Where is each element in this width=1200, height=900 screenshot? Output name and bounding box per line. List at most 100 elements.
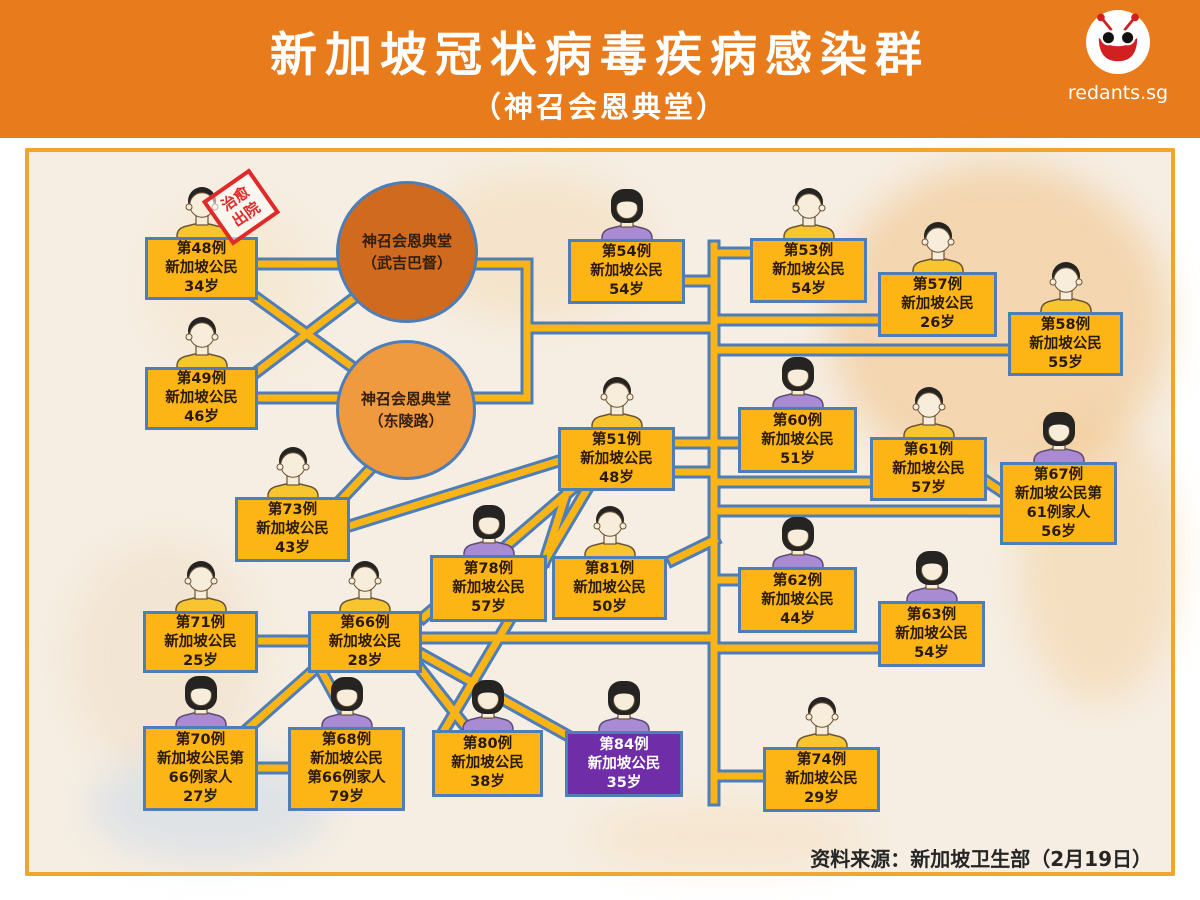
male-person-icon [584,374,650,433]
case-text-line: 34岁 [184,279,219,295]
case-text-line: 79岁 [329,789,364,805]
male-person-icon [332,558,398,617]
case-text-line: 第54例 [601,244,652,260]
case-box-61: 第61例新加坡公民 57岁 [870,437,987,501]
case-text-line: 38岁 [470,774,505,790]
case-text-line: 新加坡公民 [772,262,845,278]
case-box-48: 第48例新加坡公民 34岁 [145,237,258,300]
male-person-icon [905,219,971,278]
case-text-line: 66例家人 [168,769,233,786]
case-text-line: 第71例 [175,614,226,631]
case-text-line: 新加坡公民 [165,390,238,406]
case-text-line: 第53例 [783,243,834,259]
male-person-icon [1033,259,1099,318]
case-text-line: 51岁 [780,450,815,467]
case-text-line: 第74例 [796,752,847,768]
case-text-line: 第81例 [584,560,635,577]
case-text-line: 新加坡公民 [256,521,329,537]
male-person-icon [896,384,962,443]
case-text-line: 第62例 [772,572,823,589]
case-text-line: 第68例 [321,732,372,748]
case-text-line: 57岁 [911,479,946,496]
female-person-icon [765,514,831,573]
case-text-line: 第49例 [176,371,227,387]
case-box-54: 第54例新加坡公民 54岁 [568,239,685,304]
female-person-icon [456,502,522,561]
case-box-51: 第51例新加坡公民 48岁 [558,427,675,491]
case-text-line: 第73例 [267,502,318,518]
female-person-icon [899,548,965,607]
female-person-icon [1026,409,1092,468]
hub-label-line: （东陵路） [368,412,444,430]
case-text-line: 第48例 [176,241,227,257]
case-text-line: 29岁 [804,790,839,806]
female-person-icon [455,677,521,736]
case-text-line: 新加坡公民 [1029,335,1102,352]
redants-logo-icon [1086,10,1150,74]
male-person-icon [789,694,855,753]
case-text-line: 第51例 [591,431,642,448]
case-text-line: 第58例 [1040,316,1091,333]
case-text-line: 54岁 [609,282,644,298]
case-text-line: 54岁 [914,644,949,661]
case-text-line: 35岁 [606,774,642,791]
case-text-line: 46岁 [184,409,219,425]
male-person-icon [260,444,326,503]
case-text-line: 新加坡公民 [580,450,653,467]
case-box-53: 第53例新加坡公民 54岁 [750,238,867,303]
case-text-line: 新加坡公民 [310,751,383,767]
case-text-line: 新加坡公民 [590,263,663,279]
case-text-line: 57岁 [471,599,506,615]
female-person-icon [314,674,380,733]
case-text-line: 54岁 [791,281,826,297]
case-box-84: 第84例新加坡公民 35岁 [565,731,683,797]
source-note: 资料来源：新加坡卫生部（2月19日） [810,847,1152,871]
case-text-line: 新加坡公民 [901,296,974,312]
case-text-line: 新加坡公民第 [157,750,244,767]
male-person-icon [776,185,842,244]
case-text-line: 新加坡公民 [587,755,661,772]
case-text-line: 新加坡公民 [892,460,965,477]
case-text-line: 第63例 [906,606,957,623]
hub-label-line: （武吉巴督） [361,254,452,272]
case-text-line: 新加坡公民 [761,431,834,448]
hub-circle-tanglin: 神召会恩典堂（东陵路） [336,340,476,480]
logo-site-label: redants.sg [1067,82,1169,104]
case-box-58: 第58例新加坡公民 55岁 [1008,312,1123,376]
case-text-line: 新加坡公民 [895,625,968,642]
case-text-line: 新加坡公民 [451,755,524,771]
case-box-63: 第63例新加坡公民 54岁 [878,601,985,667]
case-text-line: 43岁 [275,540,310,556]
case-text-line: 第84例 [599,736,649,753]
header-band: 新加坡冠状病毒疾病感染群 （神召会恩典堂） redants.sg [0,0,1200,138]
case-text-line: 26岁 [920,315,955,331]
case-text-line: 第67例 [1033,466,1084,483]
case-box-49: 第49例新加坡公民 46岁 [145,367,258,430]
case-text-line: 新加坡公民 [165,260,238,276]
male-person-icon [168,558,234,617]
case-text-line: 新加坡公民 [164,633,237,650]
case-text-line: 第70例 [175,731,226,748]
case-text-line: 新加坡公民 [328,633,402,650]
case-text-line: 第61例 [903,441,954,458]
case-text-line: 55岁 [1048,354,1083,371]
page-subtitle: （神召会恩典堂） [471,90,728,124]
case-text-line: 27岁 [183,788,218,805]
female-person-icon [168,673,234,732]
hub-circle-bukit-batok: 神召会恩典堂（武吉巴督） [336,181,478,323]
case-text-line: 48岁 [599,469,634,486]
case-box-57: 第57例新加坡公民 26岁 [878,272,997,337]
case-box-70: 第70例新加坡公民第 66例家人 27岁 [143,726,258,811]
case-text-line: 第57例 [912,277,963,293]
case-text-line: 61例家人 [1026,504,1091,521]
female-person-icon [591,678,657,737]
case-text-line: 新加坡公民 [761,591,834,608]
